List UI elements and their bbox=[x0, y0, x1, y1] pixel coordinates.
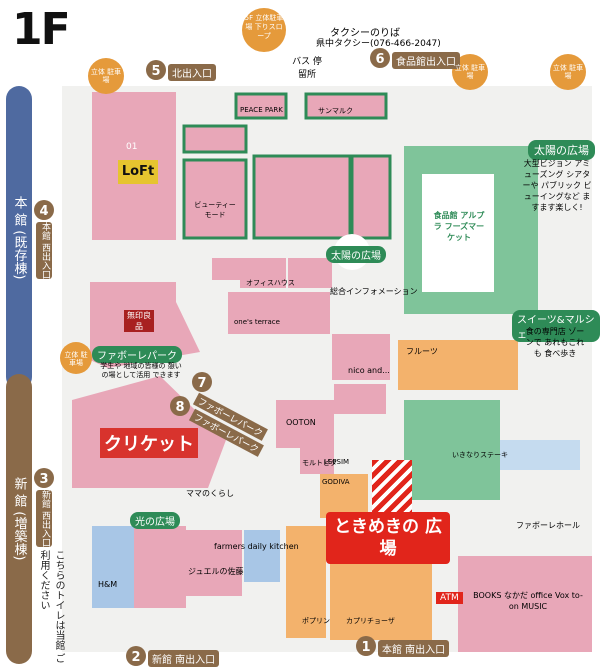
store-105[interactable] bbox=[182, 158, 248, 240]
floor-label: 1F bbox=[12, 4, 71, 55]
store-18-name: GODIVA bbox=[322, 478, 350, 486]
taiyo-plaza-desc-title: 太陽の広場 bbox=[528, 140, 595, 160]
store-30-name: カプリチョーザ bbox=[346, 617, 395, 625]
svg-text:4: 4 bbox=[39, 204, 48, 219]
store-10-name: nico and... bbox=[348, 366, 390, 375]
store-102-name: PEACE PARK bbox=[240, 106, 283, 114]
restroom-note: こちらのトイレは当館 ご利用ください bbox=[38, 550, 64, 664]
tokimeki-plaza-label[interactable]: ときめきの 広場 bbox=[326, 512, 450, 564]
taxi-title: タクシーのりば bbox=[330, 28, 400, 39]
store-07[interactable] bbox=[284, 292, 330, 334]
parking-5f: 5F 立体駐車場 下りスロープ bbox=[244, 14, 284, 40]
svg-text:7: 7 bbox=[197, 376, 206, 391]
store-15[interactable] bbox=[276, 400, 334, 448]
store-16[interactable] bbox=[300, 448, 334, 474]
entrance-markers bbox=[34, 48, 390, 666]
store-101-name: サンマルク bbox=[318, 107, 353, 115]
fashion-hall-label: ファボーレホール bbox=[516, 521, 580, 530]
entrance-numbers: 5 6 4 3 2 1 7 8 bbox=[39, 52, 384, 665]
sweets-label: スイーツ&マルシェ bbox=[512, 310, 600, 342]
parking-tag-4: 立体 駐車場 bbox=[64, 351, 88, 367]
store-block-108[interactable] bbox=[252, 154, 352, 240]
store-01-num: 01 bbox=[126, 142, 138, 152]
store-75-name: farmers daily kitchen bbox=[214, 542, 299, 551]
store-81[interactable] bbox=[92, 526, 134, 608]
muji-logo: 無印良品 bbox=[124, 310, 154, 332]
hikari-plaza-label: 光の広場 bbox=[130, 512, 180, 529]
store-08[interactable] bbox=[228, 292, 284, 334]
food-court[interactable] bbox=[404, 400, 500, 500]
store-102[interactable] bbox=[234, 92, 288, 120]
hm-logo: クリケット bbox=[100, 428, 198, 458]
entrance-2-label: 新館 南出入口 bbox=[148, 650, 220, 667]
store-71-name: ママのくらし bbox=[186, 489, 234, 498]
store-82[interactable] bbox=[134, 526, 186, 608]
new-building-label: 新 館 (増築棟) bbox=[6, 374, 32, 664]
parking-tags bbox=[60, 8, 586, 374]
bus-stop: バス 停留所 bbox=[292, 57, 322, 80]
entrance-5-label: 北出入口 bbox=[168, 64, 216, 81]
store-41-name: いきなりステーキ bbox=[452, 451, 508, 459]
store-block-22[interactable] bbox=[286, 526, 326, 638]
store-29-name: ポプリン bbox=[302, 617, 330, 625]
entrance-1-label: 本館 南出入口 bbox=[378, 640, 450, 657]
store-18[interactable] bbox=[320, 474, 368, 518]
store-81-name: H&M bbox=[98, 580, 118, 589]
store-32[interactable] bbox=[458, 556, 592, 652]
books-nakada[interactable]: BOOKS なかだ office Vox to-on MUSIC bbox=[473, 591, 583, 611]
store-16-name: モルトピタ bbox=[302, 459, 337, 467]
store-04[interactable] bbox=[288, 258, 332, 288]
entrance-3-label: 新館 西出入口 bbox=[36, 490, 52, 547]
entrance-4-label: 本館 西出入口 bbox=[36, 222, 52, 279]
svg-text:3: 3 bbox=[39, 472, 48, 487]
parking-tag-1: 立体 駐車場 bbox=[90, 68, 122, 84]
svg-text:6: 6 bbox=[375, 52, 384, 67]
main-building-label: 本 館 (既存棟) bbox=[6, 86, 32, 390]
atm-label[interactable]: ATM bbox=[436, 592, 463, 604]
store-12[interactable] bbox=[334, 384, 386, 414]
taxi-company: 県中タクシー(076-466-2047) bbox=[316, 39, 441, 49]
store-36[interactable] bbox=[500, 440, 580, 470]
store-15-name: OOTON bbox=[286, 418, 316, 427]
store-17-name: LEPSIM bbox=[324, 458, 350, 466]
store-05-name: オフィスハウス bbox=[246, 279, 295, 287]
svg-text:8: 8 bbox=[175, 400, 184, 415]
food-hall-inner bbox=[422, 174, 494, 292]
store-105-name: ビューティーモード bbox=[194, 201, 236, 219]
sweets-desc: 食の専門店 ゾーンで あれもこれも 食べ歩き bbox=[525, 327, 585, 358]
favore-park-label: ファボーレパーク bbox=[92, 346, 182, 363]
svg-text:2: 2 bbox=[131, 650, 140, 665]
store-79[interactable] bbox=[186, 530, 242, 596]
store-104[interactable] bbox=[182, 124, 248, 154]
food-hall-label: 食品館 アルプラ フーズマーケット bbox=[433, 211, 485, 242]
favore-park-desc: 学生や 地域の皆様の 憩いの場として活用 できます bbox=[100, 362, 182, 379]
store-101[interactable] bbox=[304, 92, 388, 120]
taiyo-plaza-label: 太陽の広場 bbox=[326, 246, 386, 263]
loft-logo: LoFt bbox=[118, 160, 158, 184]
sweets-zone[interactable] bbox=[398, 340, 518, 390]
store-08-name: one's terrace bbox=[234, 318, 280, 326]
parking-tag-2: 立体 駐車場 bbox=[454, 64, 486, 80]
store-05[interactable] bbox=[240, 258, 286, 288]
info-center-label: 総合インフォメーション bbox=[330, 287, 418, 296]
store-54-name: フルーツ bbox=[406, 347, 438, 356]
store-06[interactable] bbox=[212, 258, 240, 280]
store-10[interactable] bbox=[332, 334, 390, 380]
taiyo-plaza-desc: 大型ビジョン アミューズング シアターや パブリック ビューイングなど ますます… bbox=[522, 159, 592, 212]
store-73[interactable] bbox=[244, 530, 280, 582]
store-block-26[interactable] bbox=[330, 560, 432, 640]
tokimeki-icon bbox=[372, 460, 412, 512]
svg-text:1: 1 bbox=[361, 640, 370, 655]
svg-text:5: 5 bbox=[151, 64, 160, 79]
store-block-110[interactable] bbox=[350, 154, 392, 240]
store-76-name: ジュエルの佐藤 bbox=[188, 567, 244, 576]
entrance-6-label: 食品館出入口 bbox=[392, 52, 460, 69]
parking-tag-3: 立体 駐車場 bbox=[552, 64, 584, 80]
